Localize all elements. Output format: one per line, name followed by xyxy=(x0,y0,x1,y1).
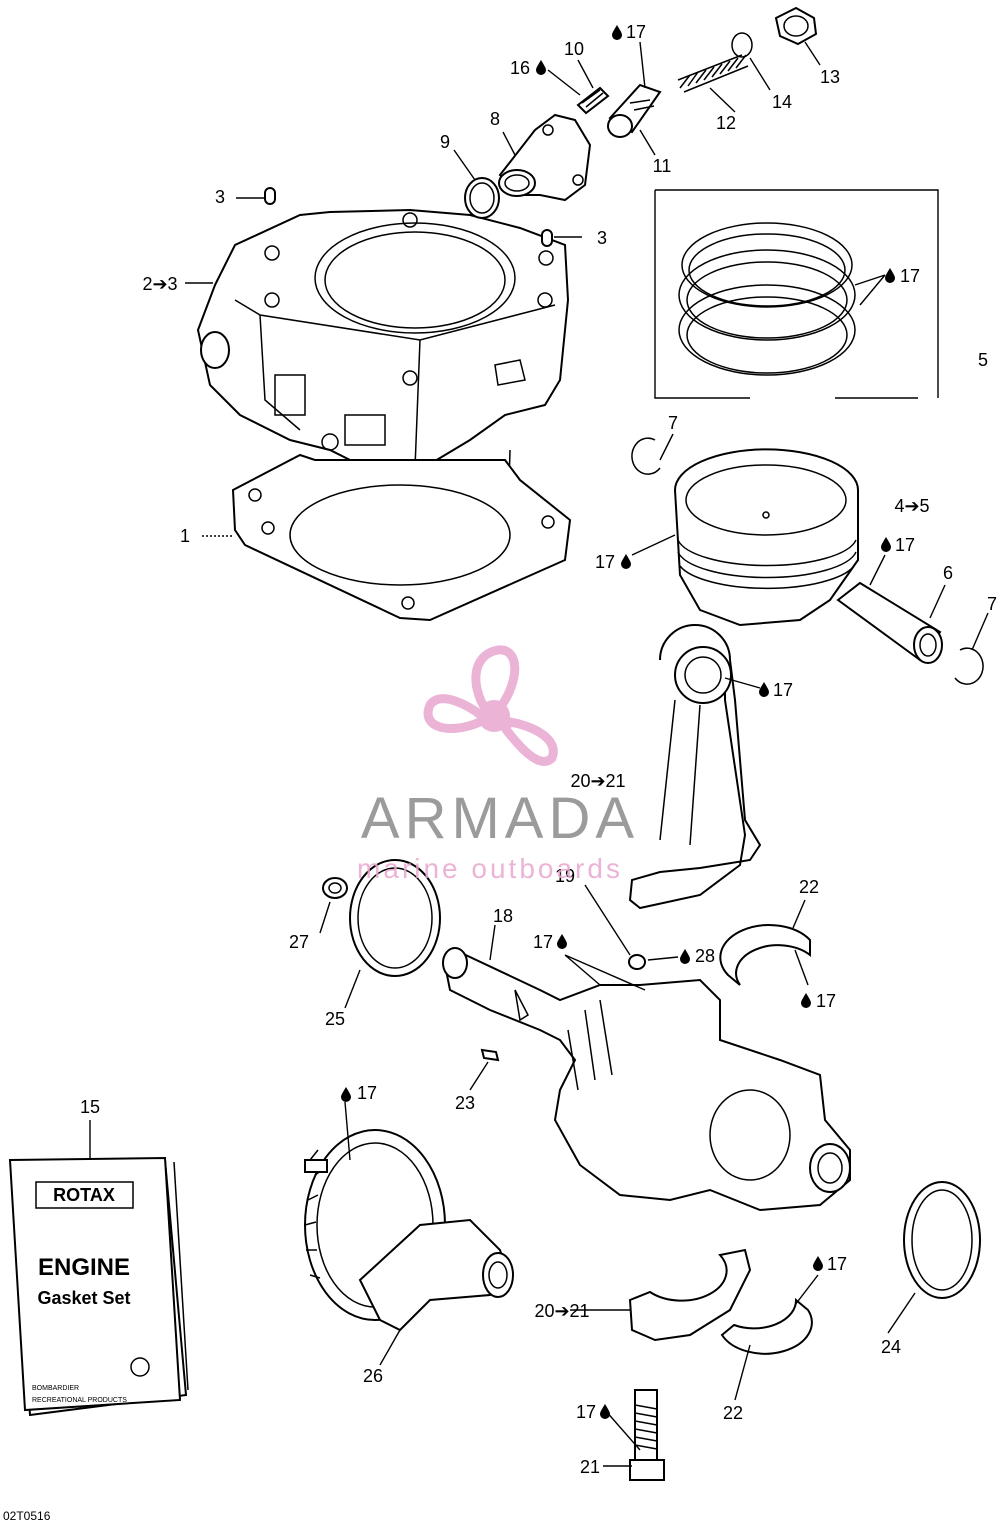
callout-27: 27 xyxy=(289,932,309,952)
gasket-set-subtitle: Gasket Set xyxy=(37,1288,130,1308)
cylinder-base-gasket xyxy=(231,453,572,622)
thrust-washer-right xyxy=(903,1181,981,1299)
svg-text:17: 17 xyxy=(595,552,615,572)
chain-tensioner-housing xyxy=(498,113,592,202)
svg-text:17: 17 xyxy=(533,932,553,952)
callout-11: 11 xyxy=(653,156,672,176)
callout-10: 10 xyxy=(564,39,584,59)
callout-6: 6 xyxy=(943,563,953,583)
callout-24: 24 xyxy=(881,1337,901,1357)
gasket-set-maker-line1: BOMBARDIER xyxy=(32,1385,79,1392)
dowel-pin-top xyxy=(264,187,276,205)
callout-28: 28 xyxy=(680,946,715,966)
callout-5: 5 xyxy=(978,350,988,370)
callout-26: 26 xyxy=(363,1366,383,1386)
tensioner-o-ring xyxy=(464,177,500,219)
gasket-set-brand: ROTAX xyxy=(53,1185,115,1205)
callout-14: 14 xyxy=(772,92,792,112)
woodruff-key xyxy=(480,1048,500,1062)
svg-text:17: 17 xyxy=(900,266,920,286)
callout-labels: 1 2➔3 3 3 4➔5 5 6 7 7 8 9 10 11 12 13 14… xyxy=(3,22,997,1523)
svg-text:17: 17 xyxy=(626,22,646,42)
leader-lines xyxy=(89,41,989,1467)
callout-17-pin: 17 xyxy=(881,535,915,555)
callout-22-bottom: 22 xyxy=(723,1403,743,1423)
callout-20-21-top: 20➔21 xyxy=(570,771,625,791)
tensioner-spring xyxy=(677,54,749,93)
gasket-set-title: ENGINE xyxy=(38,1254,130,1281)
callout-25: 25 xyxy=(325,1009,345,1029)
connecting-rod-cap xyxy=(628,1248,752,1342)
callout-16: 16 xyxy=(510,58,546,78)
bushing xyxy=(322,877,348,899)
callout-7-left: 7 xyxy=(668,413,678,433)
dowel-pin-right xyxy=(541,229,553,247)
callout-17-rod: 17 xyxy=(759,680,793,700)
svg-text:17: 17 xyxy=(816,991,836,1011)
callout-1: 1 xyxy=(180,526,190,546)
callout-19: 19 xyxy=(555,866,575,886)
piston xyxy=(673,448,859,627)
tensioner-sealing-ring xyxy=(731,32,753,58)
callout-17-rings: 17 xyxy=(885,266,920,286)
svg-text:16: 16 xyxy=(510,58,530,78)
callout-3-top: 3 xyxy=(215,187,225,207)
callout-17-piston: 17 xyxy=(595,552,631,572)
svg-text:17: 17 xyxy=(827,1254,847,1274)
main-bearing-top xyxy=(719,924,811,986)
crankshaft-plug xyxy=(628,954,646,970)
callout-15: 15 xyxy=(80,1097,100,1117)
callout-7-right: 7 xyxy=(987,594,997,614)
piston-pin xyxy=(836,581,943,664)
callout-17-gear: 17 xyxy=(341,1083,377,1103)
propeller-logo xyxy=(423,645,558,766)
piston-pin-circlip-right xyxy=(954,647,984,685)
callout-17-bearing-top: 17 xyxy=(801,991,836,1011)
watermark-brand: ARMADA xyxy=(361,786,639,851)
svg-text:17: 17 xyxy=(895,535,915,555)
connecting-rod-bolt xyxy=(629,1389,665,1481)
callout-8: 8 xyxy=(490,109,500,129)
main-bearing-bottom xyxy=(720,1297,813,1355)
armada-watermark: ARMADA marine outboards xyxy=(357,645,639,884)
connecting-rod xyxy=(628,624,762,910)
callout-23: 23 xyxy=(455,1093,475,1113)
cylinder xyxy=(196,208,570,521)
callout-22-top: 22 xyxy=(799,877,819,897)
callout-17-crank: 17 xyxy=(533,932,567,952)
callout-21: 21 xyxy=(580,1457,600,1477)
callout-3-right: 3 xyxy=(597,228,607,248)
callout-4-5: 4➔5 xyxy=(894,496,929,516)
tensioner-screw xyxy=(576,86,610,115)
piston-pin-circlip-left xyxy=(631,437,661,475)
svg-text:17: 17 xyxy=(773,680,793,700)
svg-text:28: 28 xyxy=(695,946,715,966)
callout-9: 9 xyxy=(440,132,450,152)
crankshaft xyxy=(442,947,851,1212)
callout-12: 12 xyxy=(716,113,736,133)
callout-17-bolt: 17 xyxy=(576,1402,610,1422)
callout-18: 18 xyxy=(493,906,513,926)
watermark-tagline: marine outboards xyxy=(357,853,623,884)
gasket-set-maker-line2: RECREATIONAL PRODUCTS xyxy=(32,1397,127,1404)
tensioner-plug xyxy=(774,6,818,46)
gasket-set-package: ROTAX ENGINE Gasket Set BOMBARDIER RECRE… xyxy=(8,1156,189,1417)
callout-20-21-bottom: 20➔21 xyxy=(534,1301,589,1321)
callout-17-bearing-bottom: 17 xyxy=(813,1254,847,1274)
callout-2-3: 2➔3 xyxy=(142,274,177,294)
tensioner-plunger xyxy=(607,83,662,138)
piston-rings-set xyxy=(654,189,939,399)
thrust-washer-left xyxy=(349,859,441,977)
callout-13: 13 xyxy=(820,67,840,87)
svg-text:17: 17 xyxy=(357,1083,377,1103)
callout-17-valve: 17 xyxy=(612,22,646,42)
balance-shaft xyxy=(304,1129,514,1332)
svg-text:17: 17 xyxy=(576,1402,596,1422)
diagram-code: 02T0516 xyxy=(3,1509,51,1523)
